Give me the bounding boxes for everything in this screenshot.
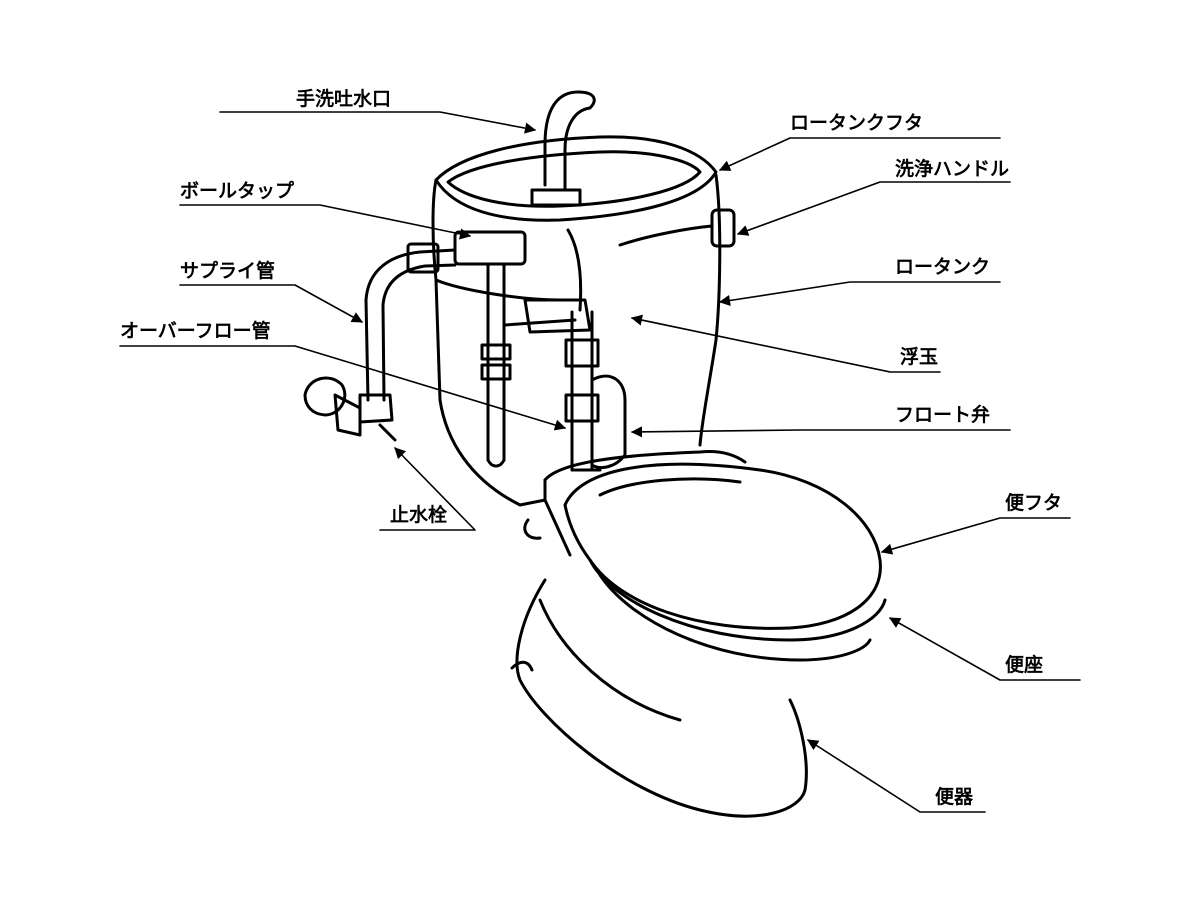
leader-shutoff-valve	[379, 447, 476, 531]
label-bowl: 便器	[935, 786, 974, 808]
bowl-drawing	[510, 578, 808, 818]
leader-flapper-valve	[630, 426, 1011, 438]
label-seat-lid: 便フタ	[1005, 492, 1063, 514]
flush-handle-drawing	[618, 208, 736, 248]
leader-low-tank	[718, 281, 1001, 307]
leader-seat-lid	[880, 517, 1071, 555]
label-ball-tap: ボールタップ	[180, 180, 295, 202]
label-overflow-pipe: オーバーフロー管	[120, 320, 271, 342]
label-shutoff-valve: 止水栓	[390, 504, 448, 526]
label-tank-lid: ロータンクフタ	[790, 112, 924, 134]
leader-tank-lid	[718, 137, 1001, 171]
label-low-tank: ロータンク	[895, 256, 991, 278]
leader-supply-pipe	[179, 284, 363, 323]
label-flush-handle: 洗浄ハンドル	[895, 158, 1010, 180]
label-handwash-spout: 手洗吐水口	[296, 88, 392, 110]
leader-ball-tap	[179, 204, 472, 240]
overflow-pipe-drawing	[564, 228, 627, 472]
label-supply-pipe: サプライ管	[180, 260, 276, 282]
leader-seat	[889, 617, 1081, 681]
leader-float-ball	[630, 314, 941, 373]
label-flapper-valve: フロート弁	[895, 404, 991, 426]
seat-and-lid-drawing	[523, 450, 887, 662]
leader-handwash-spout	[219, 111, 537, 134]
leader-bowl	[807, 739, 986, 813]
tank-drawing	[431, 135, 722, 507]
supply-pipe-drawing	[303, 242, 457, 442]
callout-leaders	[119, 111, 1081, 813]
faucet-drawing	[530, 90, 596, 207]
leader-flush-handle	[736, 181, 1011, 236]
leader-overflow-pipe	[119, 345, 567, 431]
label-seat: 便座	[1005, 654, 1044, 676]
ball-tap-drawing	[453, 230, 592, 468]
label-float-ball: 浮玉	[900, 346, 939, 368]
